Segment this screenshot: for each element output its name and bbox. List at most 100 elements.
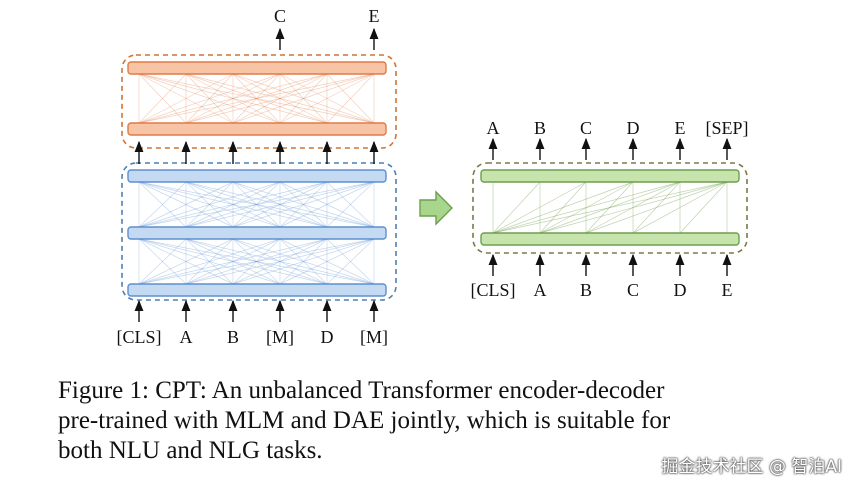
- attention-line: [279, 238, 328, 285]
- mlm-top-layer: [127, 61, 387, 75]
- attention-line: [138, 238, 328, 285]
- attention-line: [679, 181, 728, 234]
- attention-line: [326, 181, 375, 228]
- attention-line: [232, 238, 328, 285]
- attention-line: [138, 238, 281, 285]
- attention-line: [232, 238, 281, 285]
- mlm-bottom-layer: [127, 122, 387, 136]
- attention-line: [138, 238, 234, 285]
- attention-line: [539, 181, 728, 234]
- dae-top-layer: [480, 169, 740, 183]
- attention-line: [185, 238, 375, 285]
- attention-line: [232, 181, 375, 228]
- attention-line: [185, 181, 375, 228]
- left-model: C E [CLS] A B [M] D [M]: [117, 6, 397, 347]
- attention-line: [232, 238, 328, 285]
- attention-line: [279, 73, 375, 124]
- attention-line: [138, 181, 234, 228]
- attention-line: [185, 181, 375, 228]
- attention-line: [492, 181, 541, 234]
- attention-line: [185, 181, 328, 228]
- attention-line: [232, 73, 328, 124]
- attention-line: [185, 181, 234, 228]
- attention-line: [185, 73, 234, 124]
- attention-line: [632, 181, 681, 234]
- attention-line: [539, 181, 587, 234]
- dae-output-label: [SEP]: [705, 118, 748, 138]
- decoder-output-label: C: [274, 6, 286, 26]
- attention-line: [232, 181, 281, 228]
- attention-line: [138, 238, 328, 285]
- attention-line: [185, 238, 328, 285]
- attention-line: [279, 73, 375, 124]
- left-arrows: [134, 27, 379, 322]
- caption-line: pre-trained with MLM and DAE jointly, wh…: [58, 407, 671, 434]
- attention-line: [185, 181, 234, 228]
- attention-line: [185, 73, 375, 124]
- attention-line: [279, 238, 328, 285]
- attention-line: [539, 181, 681, 234]
- attention-line: [138, 73, 187, 124]
- attention-line: [232, 238, 281, 285]
- attention-line: [492, 181, 587, 234]
- attention-line: [138, 181, 234, 228]
- attention-line: [138, 181, 281, 228]
- causal-connections: [492, 181, 728, 234]
- attention-line: [279, 238, 375, 285]
- attention-connections: [138, 73, 375, 285]
- attention-line: [138, 73, 281, 124]
- dae-input-label: A: [534, 280, 547, 300]
- attention-line: [185, 238, 328, 285]
- encoder-middle-layer: [127, 226, 387, 240]
- attention-line: [632, 181, 728, 234]
- attention-line: [232, 181, 281, 228]
- attention-line: [185, 73, 234, 124]
- dae-output-label: C: [580, 118, 592, 138]
- attention-line: [138, 238, 375, 285]
- attention-line: [279, 181, 328, 228]
- attention-line: [232, 73, 328, 124]
- encoder-box: [121, 162, 397, 301]
- right-model: A B C D E [SEP] [CLS] A B C D E: [471, 118, 749, 300]
- attention-line: [279, 181, 328, 228]
- attention-line: [326, 238, 375, 285]
- attention-line: [232, 73, 375, 124]
- attention-line: [585, 181, 634, 234]
- attention-line: [185, 73, 281, 124]
- caption-line: Figure 1: CPT: An unbalanced Transformer…: [58, 377, 665, 404]
- attention-line: [585, 181, 728, 234]
- attention-line: [138, 73, 375, 124]
- attention-line: [138, 181, 375, 228]
- decoder-output-label: E: [369, 6, 380, 26]
- attention-line: [279, 181, 375, 228]
- attention-line: [138, 181, 281, 228]
- attention-line: [492, 181, 681, 234]
- dae-input-label: C: [627, 280, 639, 300]
- attention-line: [138, 238, 281, 285]
- attention-line: [138, 238, 187, 285]
- dae-input-label: B: [580, 280, 592, 300]
- dae-output-label: D: [627, 118, 640, 138]
- attention-line: [185, 73, 328, 124]
- attention-line: [492, 181, 634, 234]
- attention-line: [138, 238, 375, 285]
- attention-line: [279, 73, 328, 124]
- dae-input-label: E: [722, 280, 733, 300]
- attention-line: [585, 181, 681, 234]
- dae-input-label: D: [674, 280, 687, 300]
- attention-line: [138, 238, 187, 285]
- encoder-input-label: A: [180, 327, 193, 347]
- attention-line: [138, 73, 328, 124]
- attention-line: [185, 181, 281, 228]
- attention-line: [185, 73, 328, 124]
- attention-line: [232, 73, 375, 124]
- encoder-input-label: B: [227, 327, 239, 347]
- attention-line: [539, 181, 634, 234]
- attention-line: [138, 181, 328, 228]
- attention-line: [138, 181, 375, 228]
- attention-line: [232, 181, 328, 228]
- attention-line: [185, 181, 281, 228]
- attention-line: [232, 238, 375, 285]
- dae-output-label: A: [487, 118, 500, 138]
- attention-line: [138, 181, 187, 228]
